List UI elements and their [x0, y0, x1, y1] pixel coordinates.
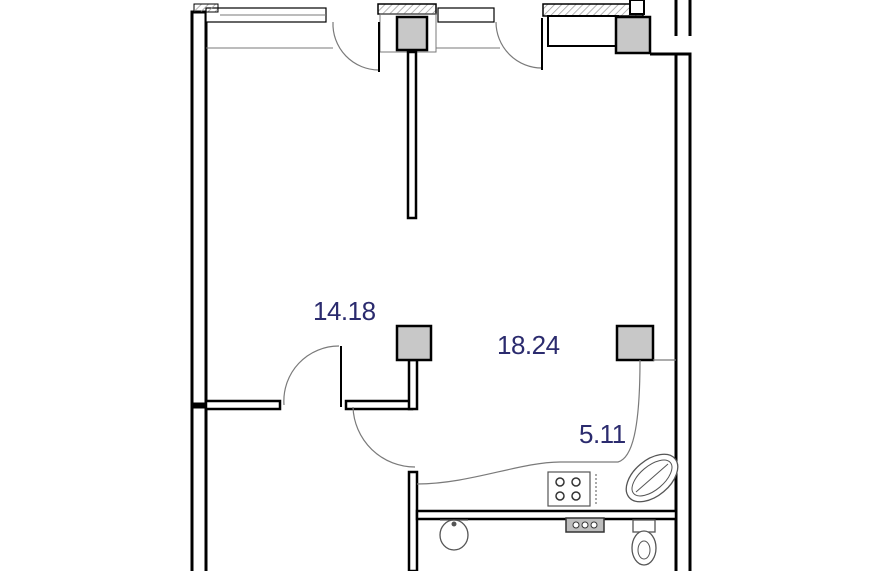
- top-doors: [332, 18, 543, 72]
- hatch-strip-right: [542, 3, 644, 17]
- columns: [395, 324, 655, 362]
- exterior-walls: [190, 0, 692, 571]
- center-column: [395, 15, 429, 52]
- kitchen-counter: [416, 359, 676, 485]
- hatch-strip-left: [193, 3, 219, 13]
- door-arc-kitchen: [352, 406, 416, 468]
- partition-vertical-top: [406, 50, 418, 220]
- counter-curve: [416, 359, 641, 485]
- hatch-strip-center: [377, 3, 437, 15]
- door-arc-top-left: [332, 21, 380, 71]
- right-outer-wall: [674, 52, 692, 571]
- middle-doors: [283, 345, 416, 468]
- right-wall-block: [547, 15, 619, 47]
- washbasin-icon: [439, 519, 469, 551]
- bathroom-top-wall: [415, 509, 678, 521]
- partition-vertical-bottom: [407, 470, 419, 571]
- room-area-living: 18.24: [497, 330, 560, 360]
- interior-walls: [204, 50, 678, 571]
- partition-vertical-mid: [407, 358, 419, 411]
- sink-icon: [625, 453, 679, 503]
- room-area-bedroom: 14.18: [313, 296, 376, 326]
- door-arc-bedroom: [283, 345, 340, 406]
- left-outer-wall-lower: [190, 405, 208, 571]
- door-arc-top-middle: [495, 21, 543, 69]
- column-right: [615, 324, 655, 362]
- toilet-icon: [631, 519, 657, 566]
- stove-icon: [547, 471, 597, 507]
- left-outer-wall: [190, 10, 208, 406]
- partition-horizontal-left: [204, 399, 282, 411]
- right-column: [614, 15, 652, 55]
- top-right-small: [629, 0, 645, 15]
- window-middle-frame: [437, 7, 495, 23]
- column-left: [395, 324, 433, 362]
- partition-horizontal-mid: [344, 399, 414, 411]
- room-area-kitchen: 5.11: [579, 419, 626, 449]
- top-wall: [193, 0, 690, 56]
- vent-grille: [565, 517, 605, 533]
